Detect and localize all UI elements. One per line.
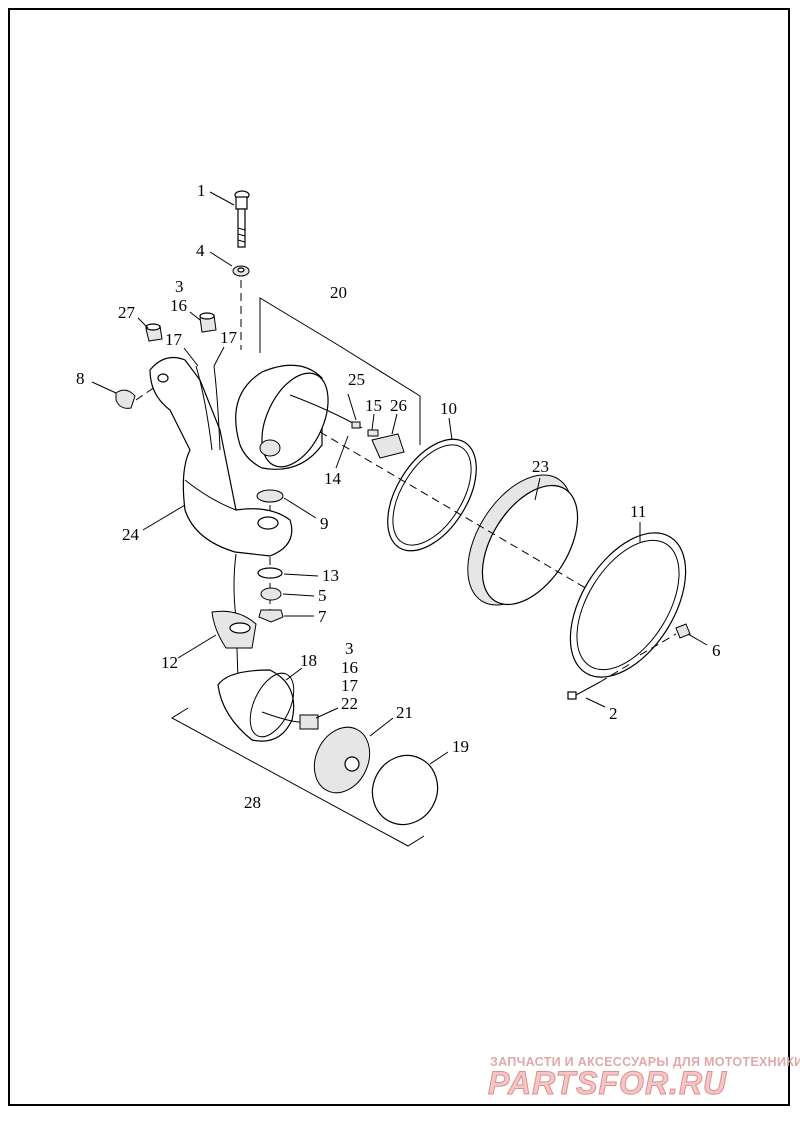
callout-25: 25 [348,370,365,389]
callout-17: 17 [220,328,238,347]
part-trim-ring [569,532,687,678]
callout-17: 17 [341,676,359,695]
part-washer [232,265,250,277]
callout-22: 22 [341,694,358,713]
part-nut [675,623,691,639]
callout-6: 6 [712,641,721,660]
callout-4: 4 [196,241,205,260]
callout-3: 3 [175,277,184,296]
part-bulb-assembly [313,726,371,794]
callout-19: 19 [452,737,469,756]
part-connector-plug [371,433,405,459]
callout-10: 10 [440,399,457,418]
part-connector [299,714,319,730]
part-sealed-beam [467,474,579,606]
part-terminal [367,429,379,437]
callout-labels: 1 4 3 16 27 17 17 20 8 25 15 26 10 14 23… [76,181,721,812]
assembly-axis [599,663,631,683]
callout-16: 16 [170,296,187,315]
callout-7: 7 [318,607,327,626]
watermark-tagline: ЗАПЧАСТИ И АКСЕССУАРЫ ДЛЯ МОТОТЕХНИКИ [490,1055,800,1069]
part-retaining-ring [387,438,477,552]
watermark-logo: PARTSFOR.RU [488,1065,727,1101]
callout-28: 28 [244,793,261,812]
callout-9: 9 [320,514,329,533]
callout-21: 21 [396,703,413,722]
callout-27: 27 [118,303,136,322]
assembly-axis [319,431,641,621]
callout-2: 2 [609,704,618,723]
assembly-bracket [259,297,421,445]
part-lens [371,754,439,826]
callout-1: 1 [197,181,206,200]
callout-15: 15 [365,396,382,415]
drawing-frame [8,8,790,1106]
part-grommet [145,323,163,342]
callout-14: 14 [324,469,342,488]
part-lock-washer [260,587,282,601]
callout-17: 17 [165,330,183,349]
callout-8: 8 [76,369,85,388]
callout-11: 11 [630,502,646,521]
callout-12: 12 [161,653,178,672]
part-headlamp-housing [235,364,329,470]
assembly-axis [639,633,677,656]
callout-23: 23 [532,457,549,476]
part-mounting-bracket [149,357,293,557]
wire-lead [195,365,213,451]
part-washer [256,489,284,503]
part-auxiliary-lamp-body [217,669,295,742]
callout-5: 5 [318,586,327,605]
callout-20: 20 [330,283,347,302]
wire-lead [213,365,221,451]
watermark: ЗАПЧАСТИ И АКСЕССУАРЫ ДЛЯ МОТОТЕХНИКИ PA… [488,1055,800,1102]
part-connector-boot [199,312,217,333]
part-screw [567,681,601,700]
assembly-bracket [171,707,425,847]
wire-lead [261,711,301,723]
part-acorn-nut [115,389,136,409]
callout-18: 18 [300,651,317,670]
callout-16: 16 [341,658,358,677]
callout-13: 13 [322,566,339,585]
callout-24: 24 [122,525,140,544]
part-nut [258,609,284,623]
callout-3: 3 [345,639,354,658]
leader-lines [91,191,708,765]
part-flat-washer [257,567,283,579]
part-bolt [234,190,250,248]
part-terminal [351,421,361,429]
callout-26: 26 [390,396,407,415]
